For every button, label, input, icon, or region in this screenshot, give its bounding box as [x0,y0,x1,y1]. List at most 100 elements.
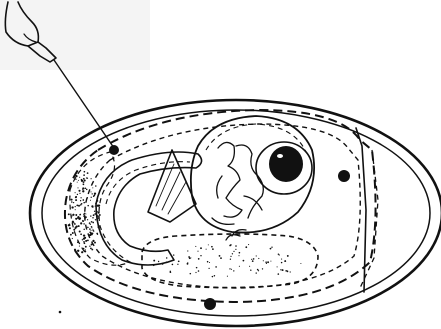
stipple-dot [178,260,180,262]
stipple-dot [91,227,92,228]
stipple-dot [73,229,75,231]
stipple-dot [82,220,83,221]
stipple-dot [190,273,192,275]
stipple-dot [230,259,231,260]
speck [59,311,62,314]
stipple-dot [82,199,84,201]
stipple-dot [83,178,85,180]
stipple-dot [256,255,257,256]
stipple-dot [79,177,80,178]
stipple-dot [235,245,237,247]
stipple-dot [79,217,81,219]
stipple-dot [79,230,81,232]
stipple-dot [258,258,259,259]
stipple-dot [73,202,74,203]
stipple-dot [81,251,83,253]
stipple-dot [76,204,78,206]
stipple-dot [198,270,200,272]
stipple-dot [74,227,76,229]
stipple-dot [253,258,255,260]
stipple-dot [71,199,73,201]
stipple-dot [94,211,95,212]
stipple-dot [71,201,73,203]
stipple-dot [91,178,92,179]
stipple-dot [89,245,90,246]
stipple-dot [84,213,85,214]
stipple-dot [87,240,89,242]
stipple-dot [91,205,93,207]
stipple-dot [196,267,198,269]
stipple-dot [80,222,82,224]
stipple-dot [239,252,241,254]
stipple-dot [233,251,234,252]
stipple-dot [75,199,77,201]
stipple-dot [93,230,94,231]
stipple-dot [158,261,159,262]
stipple-dot [89,222,91,224]
stipple-dot [190,257,191,258]
stipple-dot [79,214,81,216]
stipple-dot [87,219,88,220]
stipple-dot [94,242,96,244]
stipple-dot [75,209,76,210]
stipple-dot [200,247,202,249]
stipple-dot [170,271,171,272]
stipple-dot [252,260,254,262]
stipple-dot [91,197,92,198]
stipple-dot [153,264,155,266]
stipple-dot [208,244,209,245]
stipple-dot [219,255,221,257]
stipple-dot [212,276,213,277]
stipple-dot [270,248,272,250]
eye-highlight [277,154,283,158]
stipple-dot [77,250,79,252]
stipple-dot [208,268,209,269]
stipple-dot [300,263,301,264]
stipple-dot [84,179,86,181]
stipple-dot [231,269,232,270]
stipple-dot [81,180,83,182]
stipple-dot [162,264,163,265]
stipple-dot [84,171,86,173]
stipple-dot [233,270,234,271]
stipple-dot [195,272,196,273]
stipple-dot [281,259,282,260]
stipple-dot [69,224,70,225]
stipple-dot [166,261,167,262]
stipple-dot [98,205,99,206]
stipple-dot [153,260,155,262]
stipple-dot [250,269,251,270]
stipple-dot [281,262,282,263]
stipple-dot [230,256,231,257]
stipple-dot [74,223,76,225]
stipple-dot [90,230,91,231]
stipple-dot [84,217,86,219]
stipple-dot [82,189,83,190]
stipple-dot [79,193,80,194]
stipple-dot [173,254,174,255]
stipple-dot [94,195,96,197]
stipple-dot [90,224,91,225]
stipple-dot [75,175,77,177]
stipple-dot [187,263,189,265]
stipple-dot [95,219,96,220]
stipple-dot [83,202,85,204]
stipple-dot [77,194,78,195]
stipple-dot [87,227,88,228]
stipple-dot [75,218,77,220]
stipple-dot [206,249,207,250]
stipple-dot [200,255,201,256]
stipple-dot [83,181,85,183]
stipple-dot [195,246,196,247]
stipple-dot [278,253,279,254]
stipple-dot [166,257,167,258]
stipple-dot [177,264,178,265]
stipple-dot [93,214,95,216]
stipple-dot [282,269,284,271]
stipple-dot [188,256,190,258]
stipple-dot [75,179,76,180]
stipple-dot [87,172,89,174]
stipple-dot [211,246,213,248]
stipple-dot [73,214,75,216]
